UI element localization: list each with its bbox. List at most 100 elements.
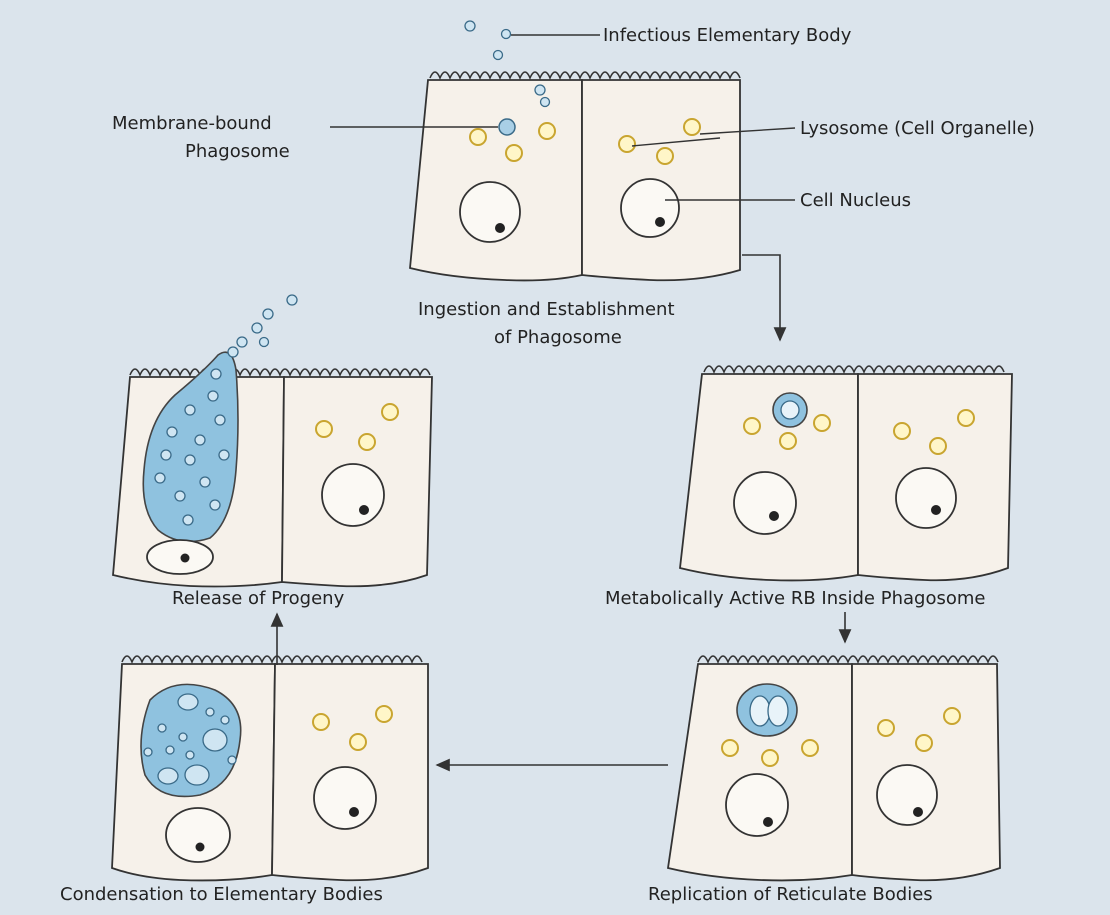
nucleolus [181,554,190,563]
elementary-body [144,748,152,756]
nucleolus [769,511,779,521]
stage-metabolically-active: Metabolically Active RB Inside Phagosome [605,366,1012,609]
elementary-body [155,473,165,483]
infectious-elementary-body [494,51,503,60]
nucleolus [349,807,359,817]
nucleus-compressed [166,808,230,862]
released-elementary-body [260,338,269,347]
lysosome [780,433,796,449]
lysosome [744,418,760,434]
caption-condensation: Condensation to Elementary Bodies [60,884,383,905]
reticulate-body [203,729,227,751]
reticulate-body [750,696,770,726]
reticulate-body [768,696,788,726]
nucleus [877,765,937,825]
elementary-body [166,746,174,754]
membrane-bound-phagosome [499,119,515,135]
released-elementary-body [263,309,273,319]
nucleolus [655,217,665,227]
lysosome [762,750,778,766]
released-elementary-body [228,347,238,357]
elementary-body [195,435,205,445]
caption-release: Release of Progeny [172,588,345,609]
microvilli [704,366,1004,372]
released-elementary-body [287,295,297,305]
caption-ingestion-line2: of Phagosome [494,327,622,348]
lysosome [470,129,486,145]
lysosome [350,734,366,750]
elementary-body [200,477,210,487]
lysosome [382,404,398,420]
elementary-body [175,491,185,501]
stage-condensation: Condensation to Elementary Bodies [60,656,428,905]
stage-replication: Replication of Reticulate Bodies [648,656,1000,905]
released-elementary-body [252,323,262,333]
lysosome [316,421,332,437]
lysosome [539,123,555,139]
elementary-body [158,724,166,732]
elementary-body [221,716,229,724]
nucleus [322,464,384,526]
cell-left [410,80,582,280]
reticulate-body [158,768,178,784]
label-cell-nucleus: Cell Nucleus [800,190,911,211]
elementary-body [186,751,194,759]
arrow-ingestion-to-active [742,255,780,340]
released-elementary-body [237,337,247,347]
elementary-body [228,756,236,764]
nucleus [314,767,376,829]
label-infectious-elementary-body: Infectious Elementary Body [603,25,852,46]
microvilli [130,369,430,375]
nucleolus [359,505,369,515]
microvilli [122,656,422,662]
infectious-elementary-body [465,21,475,31]
nucleus-compressed [147,540,213,574]
cell-right [582,80,740,280]
lysosome [878,720,894,736]
lysosome [684,119,700,135]
lysosome [944,708,960,724]
stage-release: Release of Progeny [113,295,432,609]
elementary-body [183,515,193,525]
infectious-elementary-body [502,30,511,39]
elementary-body [206,708,214,716]
caption-replication: Replication of Reticulate Bodies [648,884,933,905]
caption-metabolically-active: Metabolically Active RB Inside Phagosome [605,588,985,609]
caption-ingestion-line1: Ingestion and Establishment [418,299,675,320]
elementary-body [167,427,177,437]
lysosome [359,434,375,450]
lysosome [930,438,946,454]
elementary-body [185,405,195,415]
lysosome [802,740,818,756]
lysosome [916,735,932,751]
elementary-body [211,369,221,379]
lysosome [722,740,738,756]
reticulate-body [781,401,799,419]
lysosome [376,706,392,722]
nucleus [734,472,796,534]
stage-ingestion: Infectious Elementary Body Membrane-boun… [112,21,1035,348]
reticulate-body [178,694,198,710]
nucleolus [495,223,505,233]
nucleus [621,179,679,237]
nucleus [460,182,520,242]
lysosome [958,410,974,426]
lysosome [814,415,830,431]
lysosome [894,423,910,439]
nucleolus [913,807,923,817]
elementary-body [210,500,220,510]
label-phagosome: Phagosome [185,141,290,162]
infectious-elementary-body [535,85,545,95]
elementary-body [185,455,195,465]
elementary-body [161,450,171,460]
reticulate-body [185,765,209,785]
elementary-body [208,391,218,401]
nucleolus [196,843,205,852]
nucleus [896,468,956,528]
lysosome [506,145,522,161]
nucleus [726,774,788,836]
infectious-elementary-body [541,98,550,107]
elementary-body [179,733,187,741]
